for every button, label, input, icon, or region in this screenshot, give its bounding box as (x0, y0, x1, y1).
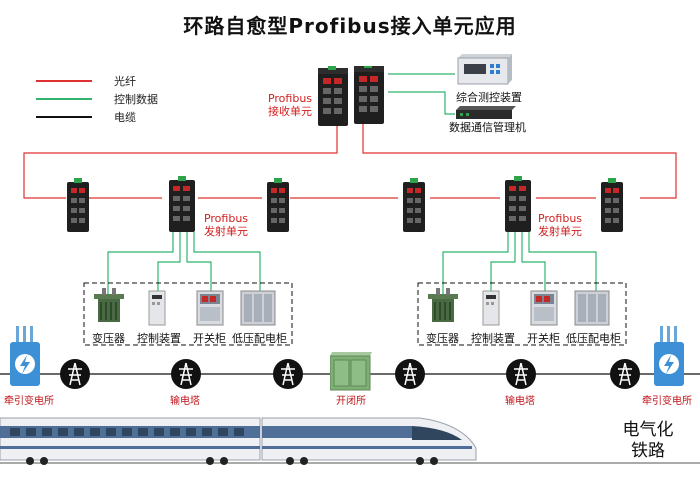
eq-label-left-0: 变压器 (92, 332, 125, 345)
receiver-label-line2: 接收单元 (268, 105, 312, 118)
legend-control-label: 控制数据 (114, 93, 158, 106)
railway-label-line2: 铁路 (631, 441, 665, 461)
tower-icon-2 (170, 358, 202, 394)
legend-fiber-line (36, 80, 92, 82)
ring-switch-5 (504, 176, 532, 238)
tower-icon-6 (609, 358, 641, 394)
comm-server-device (454, 105, 518, 119)
eq-label-right-3: 低压配电柜 (566, 332, 621, 345)
transformer-icon-left (92, 288, 126, 330)
railway-label: 电气化 铁路 (608, 420, 688, 462)
monitor-label: 综合测控装置 (456, 91, 522, 104)
distribution-cabinet-icon-right (574, 290, 610, 330)
diagram-title: 环路自愈型Profibus接入单元应用 (183, 14, 517, 38)
switchgear-icon-right (530, 290, 558, 330)
transmitter-right-line2: 发射单元 (538, 225, 582, 238)
legend-cable-line (36, 116, 92, 118)
tower-right-label: 输电塔 (505, 396, 535, 407)
transmitter-left-label: Profibus 发射单元 (198, 212, 254, 238)
receiver-unit (316, 64, 388, 130)
eq-label-left-1: 控制装置 (137, 332, 181, 345)
ring-switch-4 (402, 178, 426, 238)
transmitter-left-line2: 发射单元 (204, 225, 248, 238)
switch-station-label: 开闭所 (336, 396, 366, 407)
monitor-device (454, 52, 514, 86)
eq-label-left-3: 低压配电柜 (232, 332, 287, 345)
legend: 光纤 控制数据 电缆 (36, 72, 166, 124)
tower-icon-5 (505, 358, 537, 394)
traction-right-label: 牵引变电所 (642, 396, 692, 407)
equipment-box-right (417, 282, 627, 346)
transformer-icon-right (426, 288, 460, 330)
train-image (0, 410, 480, 472)
traction-left-label: 牵引变电所 (4, 396, 54, 407)
eq-label-right-2: 开关柜 (527, 332, 560, 345)
equipment-box-left (83, 282, 293, 346)
railway-label-line1: 电气化 (622, 420, 674, 440)
distribution-cabinet-icon-left (240, 290, 276, 330)
ring-switch-1 (66, 178, 90, 238)
transmitter-left-line1: Profibus (203, 212, 249, 225)
fiber-ring (23, 110, 677, 199)
tower-icon-1 (59, 358, 91, 394)
switchgear-icon-left (196, 290, 224, 330)
eq-label-right-1: 控制装置 (471, 332, 515, 345)
receiver-label-line1: Profibus (267, 92, 313, 105)
eq-label-right-0: 变压器 (426, 332, 459, 345)
ring-switch-6 (600, 178, 624, 238)
traction-substation-icon-left (8, 326, 42, 392)
traction-substation-icon-right (652, 326, 686, 392)
ring-switch-2 (168, 176, 196, 238)
ring-switch-3 (266, 178, 290, 238)
controller-icon-right (482, 290, 500, 330)
legend-fiber-label: 光纤 (114, 75, 136, 88)
transmitter-right-label: Profibus 发射单元 (532, 212, 588, 238)
tower-icon-4 (394, 358, 426, 394)
legend-cable-label: 电缆 (114, 111, 136, 124)
control-lines (107, 73, 597, 295)
eq-label-left-2: 开关柜 (193, 332, 226, 345)
switching-station-icon (329, 352, 372, 396)
comm-server-label: 数据通信管理机 (449, 121, 526, 134)
transmitter-right-line1: Profibus (537, 212, 583, 225)
tower-left-label: 输电塔 (170, 396, 200, 407)
receiver-label: Profibus 接收单元 (262, 92, 318, 118)
controller-icon-left (148, 290, 166, 330)
legend-control-line (36, 98, 92, 100)
tower-icon-3 (272, 358, 304, 394)
